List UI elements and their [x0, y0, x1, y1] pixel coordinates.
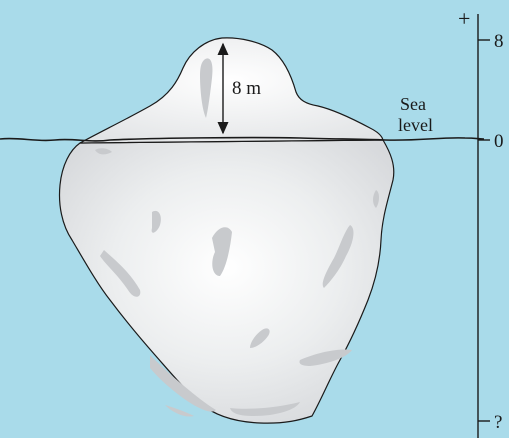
sea-label-line1: Sea: [400, 94, 426, 114]
iceberg-underwater: [60, 140, 394, 423]
vertical-scale: + 8 0 ?: [458, 6, 504, 438]
scale-label-bottom: ?: [494, 412, 502, 433]
height-label: 8 m: [232, 78, 261, 99]
sea-label-line2: level: [398, 115, 433, 135]
scale-plus-sign: +: [458, 6, 470, 31]
scale-label-zero: 0: [494, 131, 504, 152]
scale-label-top: 8: [494, 31, 504, 52]
